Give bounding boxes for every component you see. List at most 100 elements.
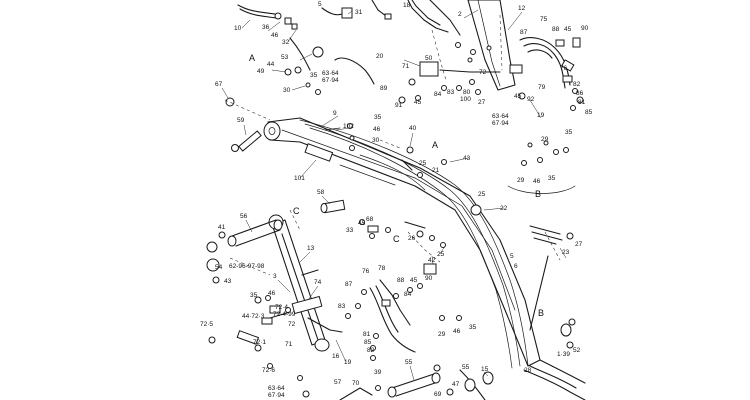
- label-47: 47: [452, 381, 460, 388]
- label-27: 27: [478, 99, 486, 106]
- label-42: 42: [428, 257, 436, 264]
- label-18: 18: [403, 2, 411, 9]
- label-b-right: B: [535, 189, 541, 199]
- arm-hose-group: [519, 37, 584, 111]
- label-12: 12: [518, 5, 526, 12]
- bottom-parts: [302, 364, 494, 400]
- label-72: 72: [288, 321, 296, 328]
- label-36: 36: [262, 24, 270, 31]
- label-29: 29: [541, 136, 549, 143]
- label-53: 53: [281, 54, 289, 61]
- label-72-4-99: 72·4-99: [273, 311, 296, 318]
- label-45-c: 45: [514, 93, 522, 100]
- pin-c: [227, 219, 283, 247]
- label-50: 50: [425, 55, 433, 62]
- label-22: 22: [500, 205, 508, 212]
- label-76-b: 76: [362, 268, 370, 275]
- label-20: 20: [376, 53, 384, 60]
- label-45: 45: [564, 26, 572, 33]
- lower-left-fittings: [208, 295, 303, 381]
- label-91: 91: [395, 102, 403, 109]
- label-87: 87: [520, 29, 528, 36]
- label-30: 30: [283, 87, 291, 94]
- label-58: 58: [317, 189, 325, 196]
- label-67: 67: [215, 81, 223, 88]
- label-b-lower: B: [538, 308, 544, 318]
- label-9: 9: [333, 110, 337, 117]
- label-21: 21: [432, 167, 440, 174]
- label-35-b: 35: [374, 114, 382, 121]
- label-43-b: 43: [224, 278, 232, 285]
- label-71: 71: [402, 63, 410, 70]
- label-63-64-b: 63·64: [492, 113, 509, 120]
- center-fittings: [398, 42, 526, 104]
- label-88: 88: [552, 26, 560, 33]
- label-85-b: 85: [364, 339, 372, 346]
- label-46-d: 46: [268, 290, 276, 297]
- label-67-94-c: 67·94: [268, 392, 285, 399]
- reference-lines: [224, 14, 576, 276]
- label-102: 102: [343, 123, 354, 130]
- label-84-b: 84: [404, 291, 412, 298]
- label-1-39: 1·39: [557, 351, 570, 358]
- label-92: 92: [527, 96, 535, 103]
- label-84: 84: [434, 91, 442, 98]
- label-76: 76: [560, 65, 568, 72]
- label-55: 55: [405, 359, 413, 366]
- label-45-d: 45: [358, 220, 366, 227]
- label-19: 19: [537, 112, 545, 119]
- label-49: 49: [257, 68, 265, 75]
- label-72-1: 72·1: [253, 339, 266, 346]
- boom-cylinder: [268, 214, 343, 352]
- label-25-b: 25: [478, 191, 486, 198]
- label-68: 68: [366, 216, 374, 223]
- label-16: 16: [332, 353, 340, 360]
- label-23: 23: [562, 249, 570, 256]
- label-a-top: A: [249, 53, 255, 63]
- label-63-64: 63·64: [322, 70, 339, 77]
- label-40: 40: [409, 125, 417, 132]
- label-19-b: 19: [344, 359, 352, 366]
- label-89: 89: [380, 85, 388, 92]
- label-80: 80: [463, 89, 471, 96]
- label-86: 86: [576, 90, 584, 97]
- label-72-4: 72·4: [275, 304, 288, 311]
- label-45-e: 45: [410, 277, 418, 284]
- label-78: 78: [378, 265, 386, 272]
- label-67-94-b: 67·94: [492, 120, 509, 127]
- label-13: 13: [307, 245, 315, 252]
- label-32: 32: [282, 39, 290, 46]
- label-2: 2: [458, 11, 462, 18]
- label-72: 72: [479, 69, 487, 76]
- label-54: 54: [215, 264, 223, 271]
- top-left-parts: [225, 0, 449, 107]
- label-79: 79: [538, 84, 546, 91]
- label-15: 15: [481, 366, 489, 373]
- label-c-center: C: [393, 234, 400, 244]
- label-a-mid: A: [432, 140, 438, 150]
- label-46-b: 46: [373, 126, 381, 133]
- label-3: 3: [273, 273, 277, 280]
- label-30-b: 30: [372, 137, 380, 144]
- label-90: 90: [581, 25, 589, 32]
- label-81: 81: [578, 99, 586, 106]
- label-35: 35: [310, 72, 318, 79]
- label-44: 44: [267, 61, 275, 68]
- label-83-b: 83: [338, 303, 346, 310]
- leader-lines: [221, 9, 567, 381]
- label-83: 83: [447, 89, 455, 96]
- part-labels: 5 31 18 2 12 10 36 46 32 75 87 88 45 90 …: [200, 1, 593, 399]
- label-67-94: 67·94: [322, 77, 339, 84]
- label-29-c: 29: [438, 331, 446, 338]
- label-55-b: 55: [462, 364, 470, 371]
- label-82-b: 82: [367, 347, 375, 354]
- center-lower-hoses: [345, 263, 462, 361]
- label-39: 39: [374, 369, 382, 376]
- label-5-b: 5: [510, 253, 514, 260]
- label-25-c: 25: [437, 251, 445, 258]
- label-81-b: 81: [363, 331, 371, 338]
- label-71-b: 71: [285, 341, 293, 348]
- label-6: 6: [514, 263, 518, 270]
- label-82: 82: [573, 81, 581, 88]
